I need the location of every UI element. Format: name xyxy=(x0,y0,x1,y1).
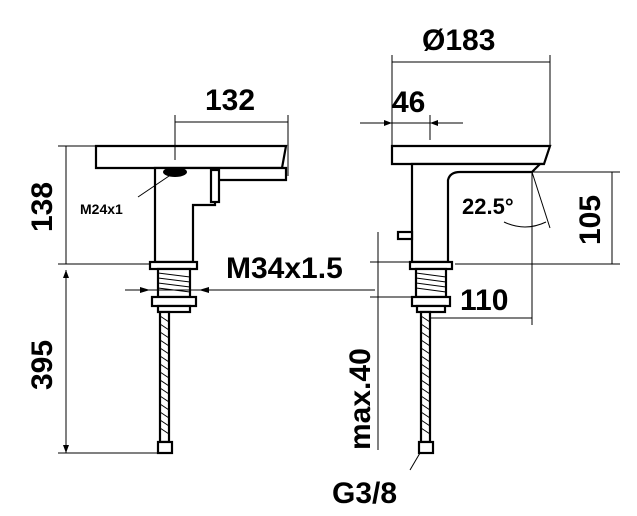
label-dim-46: 46 xyxy=(392,86,425,119)
label-dim-105: 105 xyxy=(574,195,607,245)
label-dim-395: 395 xyxy=(26,340,59,390)
label-dim-110: 110 xyxy=(460,284,508,317)
label-max-40: max.40 xyxy=(344,348,377,450)
label-thread-m34: M34x1.5 xyxy=(226,252,343,285)
front-view xyxy=(58,115,375,455)
label-angle: 22.5° xyxy=(462,194,514,219)
label-dim-138: 138 xyxy=(26,182,59,232)
side-view xyxy=(360,55,620,471)
label-dia-183: Ø183 xyxy=(422,24,495,57)
label-g38: G3/8 xyxy=(332,477,397,510)
label-thread-m24: M24x1 xyxy=(80,201,123,217)
label-dim-132: 132 xyxy=(205,84,255,117)
